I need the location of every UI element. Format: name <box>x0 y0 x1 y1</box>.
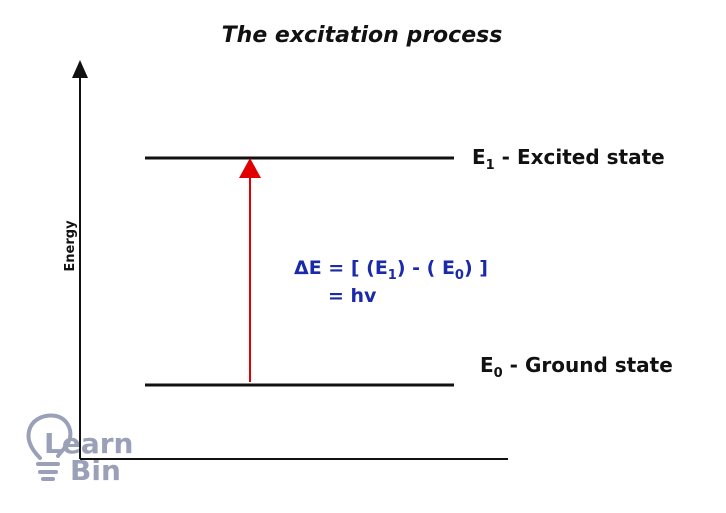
y-axis-label: Energy <box>63 220 78 272</box>
excitation-arrowhead <box>239 158 261 178</box>
equation-line-1: ΔE = [ (E1) - ( E0) ] <box>294 257 488 283</box>
ground-state-label: E0 - Ground state <box>480 353 673 381</box>
logo-word-learn: Learn <box>44 427 133 460</box>
lightbulb-icon <box>26 413 73 481</box>
diagram-title: The excitation process <box>222 23 503 48</box>
excited-state-label: E1 - Excited state <box>472 145 665 173</box>
excitation-arrow <box>239 158 261 382</box>
energy-axes: Energy <box>63 60 508 460</box>
y-axis-arrowhead <box>72 60 88 78</box>
energy-equation: ΔE = [ (E1) - ( E0) ] = hv <box>294 257 488 307</box>
equation-line-2: = hv <box>328 285 377 307</box>
learnbin-logo: Learn Bin <box>26 413 133 487</box>
